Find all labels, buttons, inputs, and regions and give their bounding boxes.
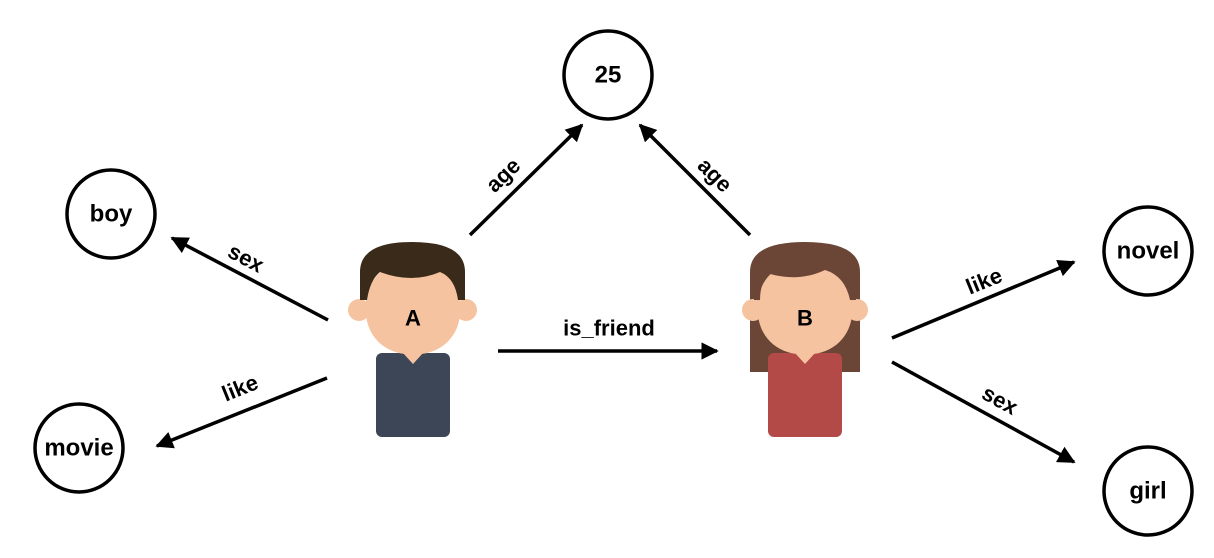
person-b: B — [742, 242, 868, 437]
node-age-value-label: 25 — [595, 62, 622, 89]
edge-b-age-label: age — [693, 153, 737, 197]
node-girl: girl — [1102, 445, 1194, 537]
edge-a-like: like — [155, 370, 328, 449]
edge-a-sex-arrow — [170, 236, 329, 322]
node-movie-label: movie — [44, 435, 113, 462]
person-b-face — [758, 262, 852, 354]
node-boy-label: boy — [90, 201, 133, 228]
node-boy-circle — [65, 168, 157, 260]
person-a-label: A — [405, 306, 421, 331]
node-girl-label: girl — [1129, 478, 1166, 505]
edge-a-age-arrow — [468, 123, 584, 237]
edge-b-like: like — [891, 259, 1076, 340]
edge-b-sex: sex — [891, 360, 1076, 464]
edge-a-like-arrow — [155, 376, 328, 449]
node-novel-circle — [1102, 205, 1194, 297]
edge-a-like-label: like — [218, 370, 261, 407]
person-a-hair — [360, 242, 465, 300]
edge-b-age-arrow — [638, 123, 752, 237]
node-boy: boy — [65, 168, 157, 260]
edge-a-sex: sex — [170, 236, 329, 322]
person-b-hair-front — [754, 244, 856, 300]
person-a-neck — [403, 353, 423, 364]
edge-a-age-label: age — [481, 153, 526, 197]
edge-is-friend-label: is_friend — [563, 316, 655, 341]
node-girl-circle — [1102, 445, 1194, 537]
person-a-face — [366, 262, 460, 354]
edge-b-age: age — [638, 123, 752, 237]
edge-b-sex-arrow — [891, 360, 1076, 464]
edge-a-sex-label: sex — [224, 238, 269, 278]
node-novel-label: novel — [1117, 238, 1180, 265]
person-a-shirt — [376, 353, 450, 437]
edge-a-age: age — [468, 123, 584, 237]
person-a-ear-right — [455, 299, 477, 321]
node-movie: movie — [33, 402, 125, 494]
node-movie-circle — [33, 402, 125, 494]
person-a-ear-left — [348, 299, 370, 321]
person-a: A — [348, 242, 477, 437]
node-age-value: 25 — [562, 29, 654, 121]
person-b-neck — [795, 353, 815, 364]
node-novel: novel — [1102, 205, 1194, 297]
person-b-label: B — [797, 306, 813, 331]
edge-b-like-arrow — [891, 259, 1076, 340]
edge-is-friend: is_friend — [498, 316, 719, 360]
node-age-value-circle — [562, 29, 654, 121]
person-b-shirt — [768, 353, 842, 437]
